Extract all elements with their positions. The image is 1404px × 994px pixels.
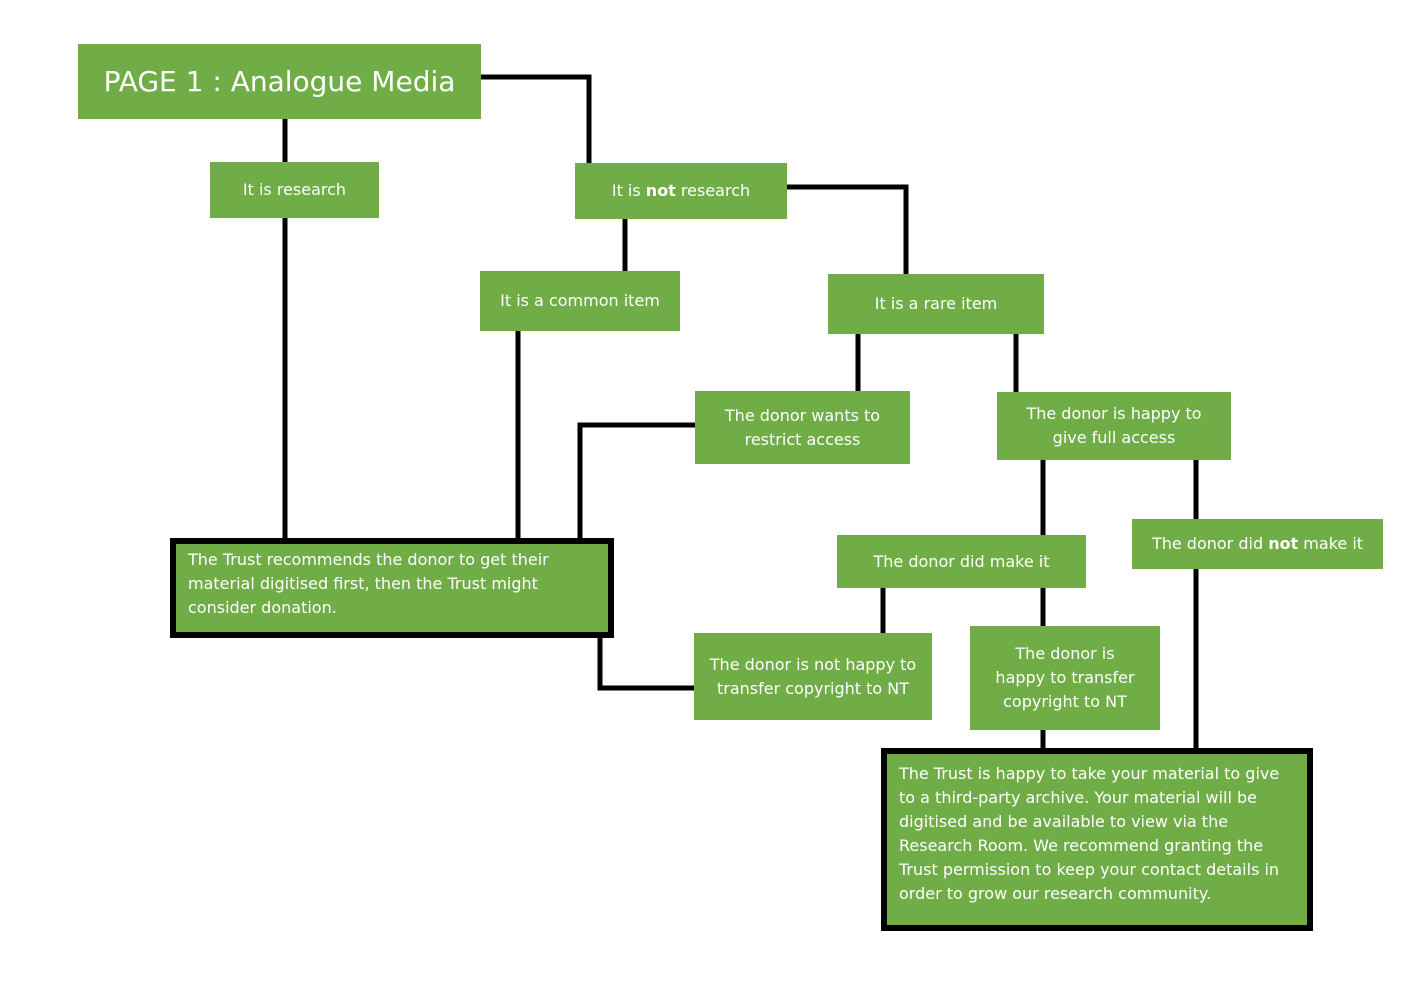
node-not-happy-transfer: The donor is not happy to transfer copyr… [694,633,932,720]
node-text: It is a rare item [874,294,998,313]
node-text: The donor did make it [873,551,1050,571]
node-happy-transfer: The donor is happy to transfer copyright… [970,626,1160,730]
node-common-item: It is a common item [480,271,680,331]
node-text: It is not research [612,179,750,203]
outcome-accept-material: The Trust is happy to take your material… [881,748,1313,931]
text-part: research [675,181,751,200]
text-part: It is [611,181,646,200]
node-text: It is a common item [500,291,660,310]
node-text: It is research [242,180,347,199]
text-bold: not [1268,534,1299,553]
outcome-text: The Trust is happy to take your material… [899,764,1280,903]
node-did-make: The donor did make it [837,535,1086,588]
node-text: The donor is happy to transfer copyright… [995,644,1135,711]
title-node: PAGE 1 : Analogue Media [78,44,481,119]
outcome-text: The Trust recommends the donor to get th… [188,550,549,617]
node-not-research: It is not research [575,163,787,219]
text-part: make it [1298,534,1364,553]
node-text: The donor wants to restrict access [724,405,881,449]
node-text: The donor did not make it [1152,532,1363,556]
connector [577,422,695,538]
node-did-not-make: The donor did not make it [1132,519,1383,569]
node-text: The donor is not happy to transfer copyr… [709,654,917,698]
node-full-access: The donor is happy to give full access [997,392,1231,460]
text-part: The donor did [1151,534,1269,553]
connector [481,74,592,163]
node-rare-item: It is a rare item [828,274,1044,334]
title-text: PAGE 1 : Analogue Media [103,64,456,98]
outcome-digitise-first: The Trust recommends the donor to get th… [170,538,614,638]
connector [597,638,694,691]
connector [787,184,909,274]
node-text: The donor is happy to give full access [1026,404,1202,447]
node-research: It is research [210,162,379,218]
text-bold: not [645,181,676,200]
node-restrict-access: The donor wants to restrict access [695,391,910,464]
